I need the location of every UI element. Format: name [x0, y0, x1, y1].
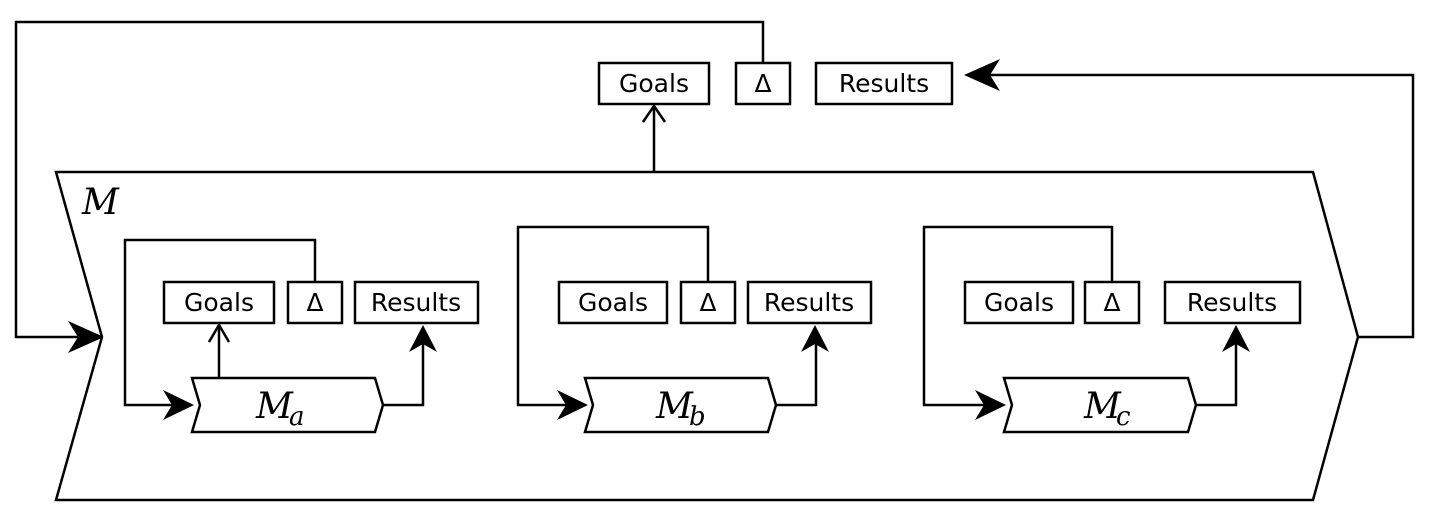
submodel-a-delta-label: Δ: [306, 288, 323, 317]
submodel-b-subscript: b: [689, 402, 706, 432]
submodel-c-goals-label: Goals: [984, 288, 1054, 317]
submodel-c-feedback-line: [922, 225, 1114, 407]
outer-model-shape: [54, 170, 1360, 502]
submodel-a-delta-box: [286, 280, 344, 325]
submodel-a-goals-box: [162, 280, 276, 325]
submodel-a-shape: [190, 376, 385, 434]
submodel-a-goals-label: Goals: [184, 288, 254, 317]
submodel-a-name: M: [255, 386, 294, 427]
submodel-b-feedback-line: [516, 225, 710, 407]
submodel-b-input-arrowhead: [557, 390, 588, 420]
submodel-b-goals-box: [557, 280, 669, 325]
submodel-a-results-box: [353, 280, 480, 325]
submodel-a-results-line: [383, 340, 425, 407]
outer-goals-label: Goals: [619, 69, 689, 98]
outer-results-label: Results: [839, 69, 929, 98]
outer-results-line: [985, 73, 1415, 339]
submodel-a-subscript: a: [289, 402, 305, 432]
submodel-b: M b Goals Δ Results: [516, 225, 873, 434]
outer-model-label: M: [81, 182, 120, 223]
outer-goals-arrowhead: [641, 103, 667, 123]
outer-delta-feedback-line: [14, 20, 765, 339]
submodel-c-results-arrowhead: [1222, 325, 1250, 352]
submodel-c-subscript: c: [1116, 402, 1131, 432]
submodel-a-feedback-line: [123, 238, 317, 407]
submodel-c-goals-box: [963, 280, 1075, 325]
submodel-c-results-box: [1163, 280, 1302, 325]
submodel-a-results-arrowhead: [409, 325, 437, 352]
submodel-b-results-line: [776, 340, 818, 407]
submodel-c-input-arrowhead: [975, 390, 1006, 420]
submodel-b-delta-box: [679, 280, 737, 325]
submodel-b-results-label: Results: [764, 288, 854, 317]
outer-delta-label: Δ: [754, 69, 771, 98]
submodel-b-results-box: [746, 280, 873, 325]
outer-input-arrowhead: [68, 321, 104, 353]
outer-results-arrowhead: [964, 59, 1000, 91]
submodel-c-shape: [1002, 376, 1198, 434]
submodel-c: M c Goals Δ Results: [922, 225, 1302, 434]
submodel-b-delta-label: Δ: [699, 288, 716, 317]
submodel-a-input-arrowhead: [163, 390, 194, 420]
submodel-c-name: M: [1083, 386, 1122, 427]
outer-delta-box: [734, 61, 792, 106]
submodel-c-delta-label: Δ: [1103, 288, 1120, 317]
submodel-c-results-label: Results: [1187, 288, 1277, 317]
submodel-b-results-arrowhead: [801, 325, 829, 352]
submodel-b-goals-label: Goals: [578, 288, 648, 317]
submodel-a-results-label: Results: [371, 288, 461, 317]
submodel-c-delta-box: [1083, 280, 1141, 325]
submodel-c-results-line: [1196, 340, 1238, 407]
submodel-a-goals-arrowhead: [207, 322, 231, 343]
submodel-b-shape: [583, 376, 778, 434]
outer-goals-box: [597, 61, 711, 106]
outer-results-box: [814, 61, 954, 106]
submodel-b-name: M: [655, 386, 694, 427]
submodel-a: M a Goals Δ Results: [123, 238, 480, 434]
